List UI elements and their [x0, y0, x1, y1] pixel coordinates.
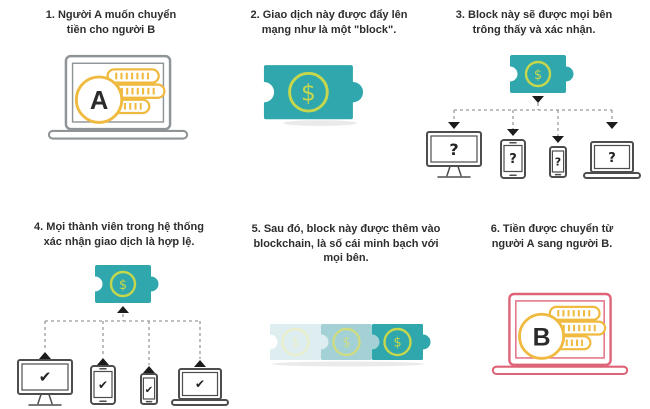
dollar-symbol: $ [342, 335, 350, 350]
dollar-symbol: $ [119, 278, 127, 293]
dollar-symbol: $ [301, 79, 316, 106]
step-4-panel: 4. Mọi thành viên trong hệ thống xác nhậ… [8, 220, 230, 409]
receiver-monogram: B [533, 325, 551, 352]
step-2-title: 2. Giao dịch này được đẩy lên mạng như l… [250, 9, 408, 36]
sender-monogram: A [90, 87, 108, 115]
question-mark: ? [449, 140, 458, 159]
step-3-title: 3. Block này sẽ được mọi bên trông thấy … [455, 9, 613, 36]
arrow-down-icons [448, 96, 618, 144]
check-mark: ✔ [39, 368, 52, 386]
broadcast-network-illustration: $ ? ? ? ? [426, 53, 641, 180]
step-2-panel: 2. Giao dịch này được đẩy lên mạng như l… [224, 8, 434, 136]
check-mark: ✔ [145, 385, 153, 396]
check-mark: ✔ [195, 377, 205, 391]
laptop-icon [49, 56, 187, 138]
block-illustration: $ [253, 65, 364, 127]
dashed-connectors [453, 103, 613, 137]
block-shadow [283, 120, 357, 127]
dashed-connectors [44, 314, 201, 366]
question-mark: ? [608, 151, 616, 166]
question-mark: ? [555, 156, 561, 169]
laptop-icon [493, 294, 627, 374]
step-6-panel: 6. Tiền được chuyển từ người A sang ngườ… [458, 222, 646, 392]
step-5-title: 5. Sau đó, block này được thêm vào block… [251, 223, 441, 265]
laptop-b-illustration: B [491, 293, 629, 387]
chain-shadow [272, 361, 424, 367]
arrow-up-icons [39, 306, 206, 374]
question-mark: ? [509, 152, 517, 167]
step-5-panel: 5. Sau đó, block này được thêm vào block… [240, 222, 452, 375]
dollar-symbol: $ [291, 335, 299, 350]
dollar-symbol: $ [393, 335, 401, 350]
laptop-a-illustration: A [47, 55, 189, 152]
step-3-panel: 3. Block này sẽ được mọi bên trông thấy … [426, 8, 642, 190]
step-4-title: 4. Mọi thành viên trong hệ thống xác nhậ… [34, 221, 204, 248]
dollar-symbol: $ [534, 68, 542, 83]
validation-network-illustration: $ ✔ ✔ ✔ ✔ [17, 263, 229, 407]
blockchain-chain-icon [262, 323, 431, 360]
blockchain-chain-illustration: $ $ $ [262, 323, 431, 367]
step-1-title: 1. Người A muốn chuyển tiền cho người B [45, 9, 177, 36]
step-1-panel: 1. Người A muốn chuyển tiền cho người B … [8, 8, 214, 157]
block-icon [253, 65, 364, 120]
step-6-title: 6. Tiền được chuyển từ người A sang ngườ… [490, 223, 614, 250]
check-mark: ✔ [98, 378, 108, 392]
